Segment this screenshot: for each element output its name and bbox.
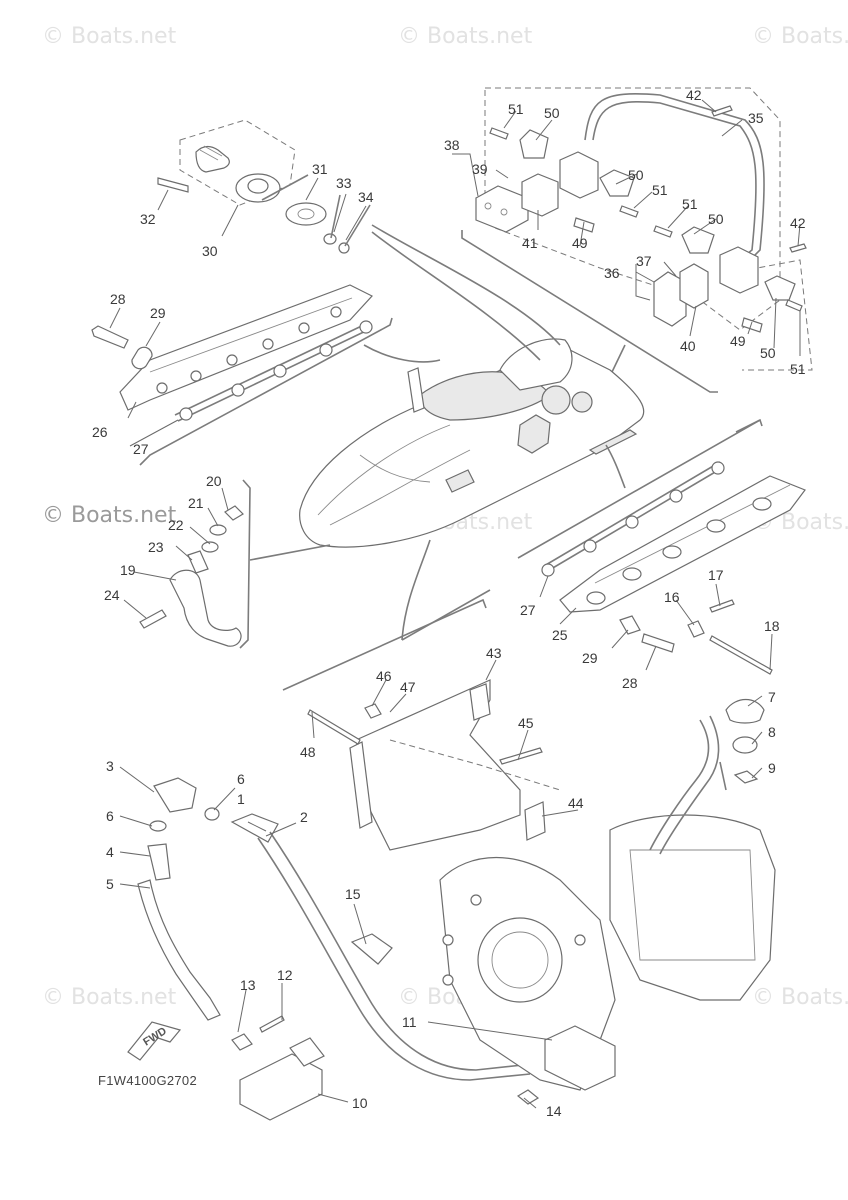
watermark: © Boats.net	[398, 24, 533, 49]
callout-51: 51	[508, 101, 524, 117]
left-rail-group	[91, 284, 393, 466]
callout-3: 3	[106, 758, 114, 774]
callout-30: 30	[202, 243, 218, 259]
callout-43: 43	[486, 645, 502, 661]
callout-45: 45	[518, 715, 534, 731]
callout-22: 22	[168, 517, 184, 533]
cover-group	[282, 598, 561, 851]
watermark: © Boats.net	[42, 24, 177, 49]
callout-42: 42	[686, 87, 702, 103]
callout-28: 28	[110, 291, 126, 307]
callout-33: 33	[336, 175, 352, 191]
callout-34: 34	[358, 189, 374, 205]
callout-51c: 51	[682, 196, 698, 212]
callout-46: 46	[376, 668, 392, 684]
callout-41: 41	[522, 235, 538, 251]
callout-17: 17	[708, 567, 724, 583]
callout-13: 13	[240, 977, 256, 993]
callout-11: 11	[402, 1014, 417, 1030]
callout-18: 18	[764, 618, 780, 634]
callout-49: 49	[572, 235, 588, 251]
callout-28b: 28	[622, 675, 638, 691]
callout-19: 19	[120, 562, 136, 578]
callout-20: 20	[206, 473, 222, 489]
callout-numbers: 1 2 3 4 5 6 6 7 8 9 10 11 12 13 14 15 16…	[92, 87, 806, 1119]
callout-42b: 42	[790, 215, 806, 231]
callout-50: 50	[544, 105, 560, 121]
callout-50b: 50	[628, 167, 644, 183]
callout-37: 37	[636, 253, 652, 269]
hose-group	[127, 777, 533, 1121]
callout-12: 12	[277, 967, 293, 983]
callout-5: 5	[106, 876, 114, 892]
callout-32: 32	[140, 211, 156, 227]
callout-24: 24	[104, 587, 120, 603]
right-rail-group	[517, 418, 806, 675]
callout-9: 9	[768, 760, 776, 776]
pump-housing-group	[439, 698, 776, 1105]
callout-50c: 50	[708, 211, 724, 227]
callout-49b: 49	[730, 333, 746, 349]
callout-2: 2	[300, 809, 308, 825]
callout-26: 26	[92, 424, 108, 440]
callout-31: 31	[312, 161, 328, 177]
callout-14: 14	[546, 1103, 562, 1119]
watermark: © Boats.net	[752, 24, 848, 49]
watermark: © Boats.net	[42, 503, 177, 528]
watermark: © Boats.net	[752, 985, 848, 1010]
leader-lines	[109, 99, 801, 1109]
callout-29: 29	[150, 305, 166, 321]
callout-6: 6	[237, 771, 245, 787]
callout-39: 39	[472, 161, 488, 177]
callout-7: 7	[768, 689, 776, 705]
callout-51d: 51	[790, 361, 806, 377]
callout-38: 38	[444, 137, 460, 153]
callout-21: 21	[188, 495, 204, 511]
callout-15: 15	[345, 886, 361, 902]
callout-8: 8	[768, 724, 776, 740]
callout-35: 35	[748, 110, 764, 126]
drawing-code: F1W4100G2702	[98, 1073, 197, 1088]
callout-50d: 50	[760, 345, 776, 361]
callout-44: 44	[568, 795, 584, 811]
callout-29b: 29	[582, 650, 598, 666]
callout-4: 4	[106, 844, 114, 860]
fitting-group	[157, 119, 371, 254]
pipe-group	[139, 479, 251, 649]
callout-10: 10	[352, 1095, 368, 1111]
callout-23: 23	[148, 539, 164, 555]
callout-6b: 6	[106, 808, 114, 824]
callout-25: 25	[552, 627, 568, 643]
callout-1: 1	[237, 791, 245, 807]
callout-36: 36	[604, 265, 620, 281]
callout-27b: 27	[520, 602, 536, 618]
callout-48: 48	[300, 744, 316, 760]
callout-47: 47	[400, 679, 416, 695]
callout-51b: 51	[652, 182, 668, 198]
callout-27: 27	[133, 441, 149, 457]
handle-group	[461, 87, 813, 393]
callout-40: 40	[680, 338, 696, 354]
watermark: © Boats.net	[42, 985, 177, 1010]
callout-16: 16	[664, 589, 680, 605]
watercraft-outline	[249, 224, 645, 641]
